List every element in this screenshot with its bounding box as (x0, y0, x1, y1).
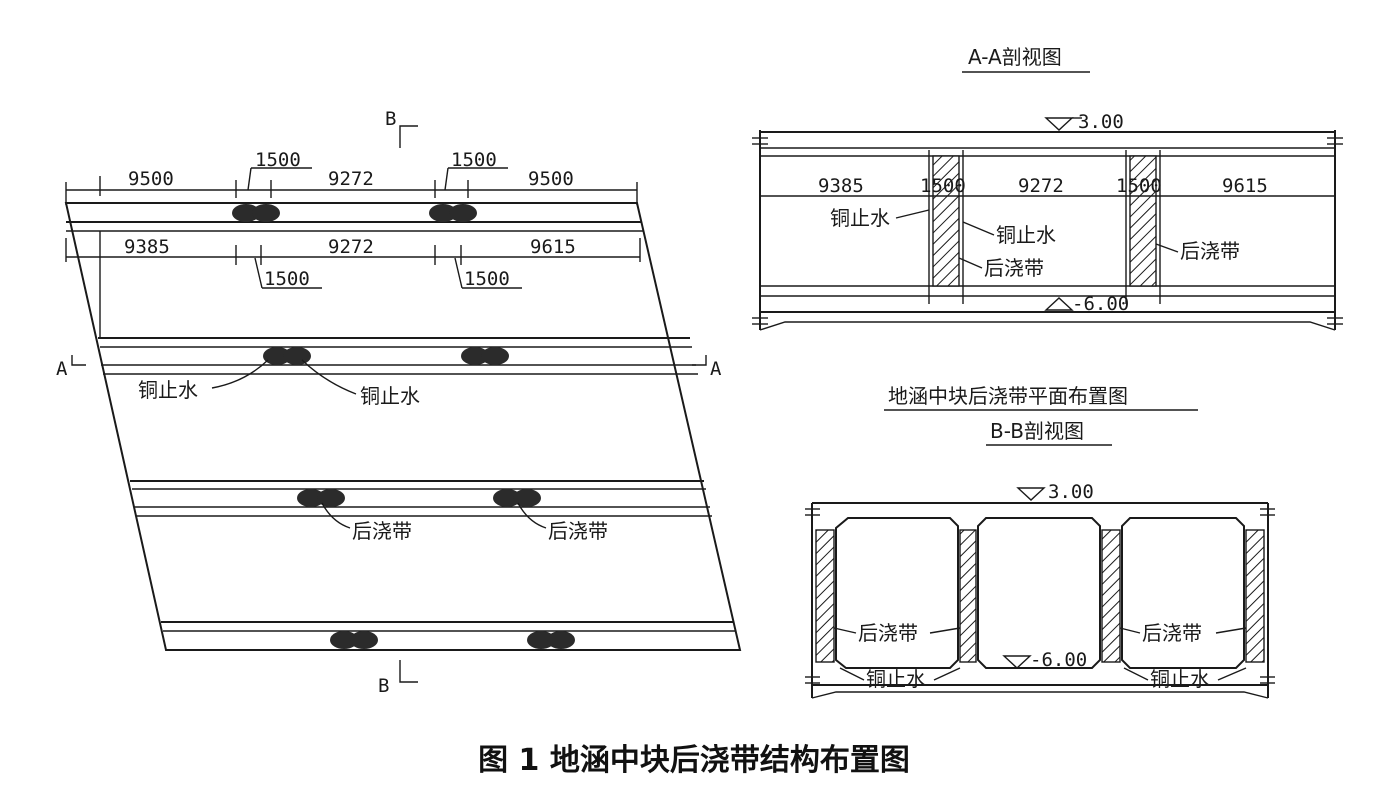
culvert-cell (977, 517, 1101, 669)
dim-label: 9615 (530, 236, 576, 258)
leader (247, 167, 252, 191)
label-post-pour-strip: 后浇带 (352, 519, 412, 543)
leader (517, 502, 547, 529)
plan-view: 9500 1500 9272 1500 9500 9385 1500 9272 … (56, 108, 742, 697)
leader (211, 359, 269, 389)
leader (1119, 627, 1141, 634)
label-copper-waterstop: 铜止水 (138, 378, 198, 402)
plan-title: 地涵中块后浇带平面布置图 (888, 384, 1128, 408)
leader (321, 502, 351, 529)
label-post-pour-strip: 后浇带 (1180, 239, 1240, 263)
dim-label: 1500 (255, 149, 301, 171)
dim-label: 1500 (920, 175, 966, 197)
label-copper-waterstop: 铜止水 (1150, 667, 1210, 691)
leader (895, 209, 930, 219)
elevation-marker (1044, 117, 1074, 131)
post-pour-strip (1245, 529, 1265, 663)
section-bb-title: B-B剖视图 (990, 419, 1084, 443)
end-ticks (752, 137, 1343, 325)
elevation-top: 3.00 (1078, 111, 1124, 133)
dim-label: 9272 (328, 168, 374, 190)
section-marker-b-top (399, 125, 418, 148)
leader (1155, 243, 1179, 253)
post-pour-strip (959, 529, 977, 663)
elevation-marker (1016, 487, 1046, 501)
dim-label: 1500 (451, 149, 497, 171)
leader (962, 221, 995, 236)
dim-label: 1500 (264, 268, 310, 290)
leader (839, 667, 865, 681)
section-marker-b-top: B (385, 108, 396, 130)
dim-label: 9500 (128, 168, 174, 190)
label-copper-waterstop: 铜止水 (996, 223, 1056, 247)
section-marker-a-left (71, 355, 86, 366)
post-pour-strip (1101, 529, 1121, 663)
figure-caption: 图 1 地涵中块后浇带结构布置图 (478, 743, 910, 778)
section-marker-a-right: A (710, 358, 722, 380)
elevation-bottom: -6.00 (1030, 649, 1087, 671)
leader (1123, 667, 1149, 681)
waterstop-markers (232, 204, 575, 649)
label-copper-waterstop: 铜止水 (360, 384, 420, 408)
post-pour-strip (932, 155, 960, 287)
dim-label: 9272 (328, 236, 374, 258)
label-post-pour-strip: 后浇带 (984, 256, 1044, 280)
label-post-pour-strip: 后浇带 (1142, 621, 1202, 645)
post-pour-strip (815, 529, 835, 663)
leader (454, 257, 463, 289)
dim-label: 1500 (464, 268, 510, 290)
section-marker-a-right (692, 355, 707, 366)
leader (301, 359, 357, 395)
elevation-marker (1002, 655, 1032, 669)
culvert-cell (1121, 517, 1245, 669)
dim-label: 9272 (1018, 175, 1064, 197)
leader (444, 167, 449, 191)
leader (929, 627, 961, 634)
dim-label: 9500 (528, 168, 574, 190)
label-post-pour-strip: 后浇带 (858, 621, 918, 645)
leader (958, 257, 983, 269)
leader (833, 627, 857, 634)
elevation-marker (1044, 297, 1074, 311)
section-aa-title: A-A剖视图 (968, 45, 1062, 69)
end-ticks (805, 508, 1275, 684)
elevation-bottom: -6.00 (1072, 293, 1129, 315)
dim-label: 9385 (124, 236, 170, 258)
elevation-top: 3.00 (1048, 481, 1094, 503)
culvert-cell (835, 517, 959, 669)
leader (1217, 667, 1247, 681)
section-marker-b-bottom: B (378, 675, 389, 697)
label-copper-waterstop: 铜止水 (866, 667, 926, 691)
section-marker-b-bottom (399, 660, 418, 683)
post-pour-strip (1129, 155, 1157, 287)
section-marker-a-left: A (56, 358, 68, 380)
foundation-line (811, 691, 1269, 699)
leader (254, 257, 263, 289)
label-post-pour-strip: 后浇带 (548, 519, 608, 543)
foundation-line (759, 321, 1336, 331)
dim-label: 1500 (1116, 175, 1162, 197)
label-copper-waterstop: 铜止水 (830, 206, 890, 230)
leader (1215, 627, 1247, 634)
leader (933, 667, 961, 681)
dim-label: 9385 (818, 175, 864, 197)
section-aa: A-A剖视图 3.00 9385 1500 (752, 45, 1343, 331)
section-bb: B-B剖视图 3.00 后浇带 后浇带 铜止水 (805, 419, 1275, 699)
plan-outline (64, 202, 742, 651)
dim-label: 9615 (1222, 175, 1268, 197)
